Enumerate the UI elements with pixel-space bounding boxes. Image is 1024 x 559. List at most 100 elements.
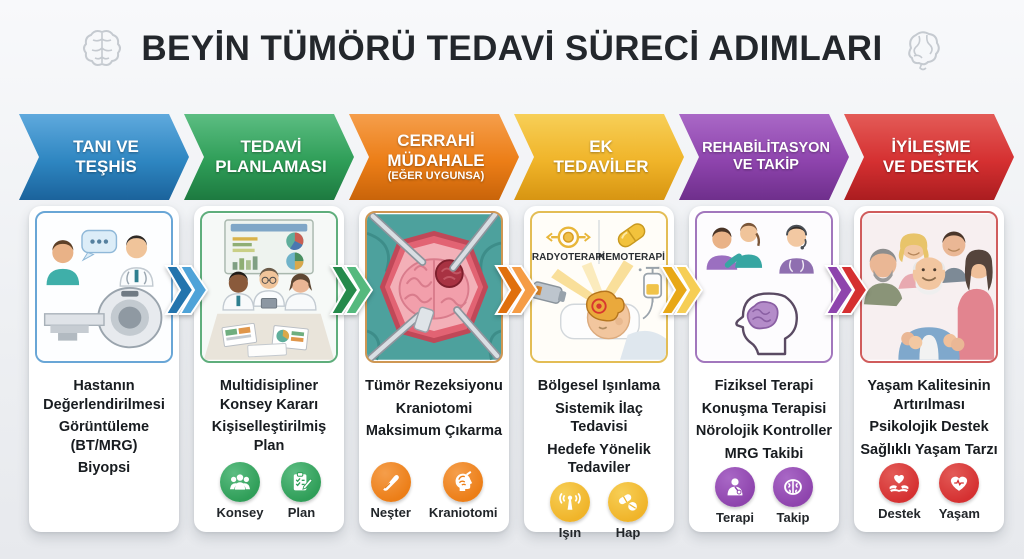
badge-plan: Plan	[281, 462, 322, 520]
badge-hap: Hap	[608, 481, 648, 540]
header-line: CERRAHİ	[397, 130, 475, 150]
hands-heart-icon	[879, 463, 920, 504]
flow-arrow-4	[659, 265, 703, 315]
step-ek-tedaviler: EK TEDAVİLER RADYOTERAPİ	[514, 114, 684, 540]
badge-nester: Neşter	[370, 462, 411, 520]
header-line: İYİLEŞME	[891, 137, 971, 157]
scalpel-icon	[370, 462, 411, 502]
badge-konsey: Konsey	[216, 462, 264, 520]
header-line: VE TAKİP	[733, 157, 799, 173]
step-card: Tümör Rezeksiyonu Kraniotomi Maksimum Çı…	[359, 206, 509, 532]
step-item: Maksimum Çıkarma	[365, 423, 503, 440]
step-item: Biyopsi	[77, 460, 131, 477]
step-item: Yaşam Kalitesinin Artırılması	[867, 378, 991, 413]
flow-arrow-2	[329, 265, 373, 315]
planning-illustration	[200, 211, 338, 363]
step-badges: Konsey Plan	[217, 462, 322, 522]
badge-label: Kraniotomi	[428, 505, 498, 520]
badge-terapi: Terapi	[715, 467, 755, 525]
step-item: Kraniotomi	[395, 400, 473, 417]
step-badges: Terapi Takip	[715, 467, 813, 527]
chemotherapy-label: KEMOTERAPİ	[598, 250, 665, 263]
step-items: Hastanın Değerlendirilmesi Görüntüleme (…	[35, 373, 173, 482]
step-tedavi-planlamasi: TEDAVİ PLANLAMASI	[184, 114, 354, 532]
badge-takip: Takip	[773, 467, 813, 525]
therapist-icon	[715, 467, 755, 508]
craniotomy-icon	[443, 462, 484, 502]
step-card: Fiziksel Terapi Konuşma Terapisi Nöroloj…	[689, 206, 839, 532]
badge-label: Destek	[878, 506, 921, 522]
flow-arrow-3	[494, 265, 538, 315]
step-item: Multidisipliner Konsey Kararı	[219, 378, 319, 413]
header-line: TEDAVİLER	[553, 157, 649, 176]
badge-label: Hap	[615, 524, 641, 540]
title-row: BEYİN TÜMÖRÜ TEDAVİ SÜRECİ ADIMLARI	[0, 26, 1024, 72]
badge-isin: Işın	[550, 481, 590, 540]
badge-label: Plan	[287, 505, 316, 520]
header-line: TEDAVİ	[240, 137, 302, 157]
header-line: MÜDAHALE	[387, 150, 485, 170]
step-item: Konuşma Terapisi	[701, 400, 827, 417]
step-item: Nörolojik Kontroller	[695, 423, 833, 440]
step-card: Yaşam Kalitesinin Artırılması Psikolojik…	[854, 206, 1004, 532]
step-badges: Neşter Kraniotomi	[370, 462, 498, 522]
step-header-tani-ve-teshis: TANI VE TEŞHİS	[19, 114, 189, 200]
step-card: Multidisipliner Konsey Kararı Kişiselleş…	[194, 206, 344, 532]
step-item: Görüntüleme (BT/MRG)	[58, 419, 150, 454]
header-line: EK	[589, 137, 613, 157]
step-items: Multidisipliner Konsey Kararı Kişiselleş…	[200, 373, 338, 459]
step-item: Bölgesel Işınlama	[537, 378, 661, 394]
badge-label: Yaşam	[938, 506, 980, 522]
step-item: Kişiselleştirilmiş Plan	[211, 419, 327, 454]
badge-destek: Destek	[878, 463, 921, 521]
step-items: Bölgesel Işınlama Sistemik İlaç Tedavisi…	[530, 373, 668, 482]
step-card: RADYOTERAPİ KEMOTERAPİ	[524, 206, 674, 540]
flow-arrow-1	[164, 265, 208, 315]
step-header-ek-tedaviler: EK TEDAVİLER	[514, 114, 684, 200]
step-badges: Destek Yaşam	[878, 463, 980, 523]
step-header-iyilesme-ve-destek: İYİLEŞME VE DESTEK	[844, 114, 1014, 200]
badge-yasam: Yaşam	[939, 463, 980, 521]
step-header-cerrahi-mudahale: CERRAHİ MÜDAHALE (EĞER UYGUNSA)	[349, 114, 519, 200]
diagnosis-illustration	[35, 211, 173, 363]
step-item: Tümör Rezeksiyonu	[365, 378, 503, 394]
step-items: Fiziksel Terapi Konuşma Terapisi Nöroloj…	[696, 373, 832, 467]
brain-outline-right-icon	[907, 31, 940, 71]
badge-label: Neşter	[370, 505, 411, 520]
recovery-illustration	[860, 211, 998, 363]
badge-label: Takip	[776, 510, 810, 526]
step-item: Hedefe Yönelik Tedaviler	[547, 441, 651, 477]
surgery-illustration	[365, 211, 503, 363]
badge-label: Işın	[558, 524, 582, 540]
step-header-tedavi-planlamasi: TEDAVİ PLANLAMASI	[184, 114, 354, 200]
page-title: BEYİN TÜMÖRÜ TEDAVİ SÜRECİ ADIMLARI	[141, 29, 883, 68]
badge-kraniotomi: Kraniotomi	[429, 462, 498, 520]
step-item: Sistemik İlaç Tedavisi	[555, 400, 643, 436]
radiation-icon	[550, 481, 590, 522]
step-item: Psikolojik Destek	[869, 419, 989, 436]
header-line: TEŞHİS	[75, 157, 137, 176]
step-items: Tümör Rezeksiyonu Kraniotomi Maksimum Çı…	[365, 373, 503, 445]
step-rehabilitasyon-ve-takip: REHABİLİTASYON VE TAKİP	[679, 114, 849, 532]
step-items: Yaşam Kalitesinin Artırılması Psikolojik…	[860, 373, 998, 463]
header-line: PLANLAMASI	[215, 157, 327, 176]
brain-outline-left-icon	[83, 30, 122, 66]
step-item: MRG Takibi	[724, 445, 804, 462]
heart-icon	[939, 463, 980, 504]
step-item: Hastanın Değerlendirilmesi	[43, 378, 165, 413]
flow-arrow-5	[824, 265, 868, 315]
header-line: VE DESTEK	[882, 157, 980, 176]
header-line: TANI VE	[73, 137, 139, 157]
clipboard-icon	[281, 462, 322, 502]
header-line: REHABİLİTASYON	[702, 140, 830, 157]
step-badges: Işın Hap	[550, 481, 648, 542]
badge-label: Terapi	[715, 510, 755, 526]
badge-label: Konsey	[216, 505, 264, 520]
step-card: Hastanın Değerlendirilmesi Görüntüleme (…	[29, 206, 179, 532]
team-icon	[220, 462, 260, 502]
step-tani-ve-teshis: TANI VE TEŞHİS	[19, 114, 189, 532]
step-iyilesme-ve-destek: İYİLEŞME VE DESTEK	[844, 114, 1014, 532]
radiotherapy-label: RADYOTERAPİ	[532, 250, 605, 263]
step-cerrahi-mudahale: CERRAHİ MÜDAHALE (EĞER UYGUNSA)	[349, 114, 519, 532]
